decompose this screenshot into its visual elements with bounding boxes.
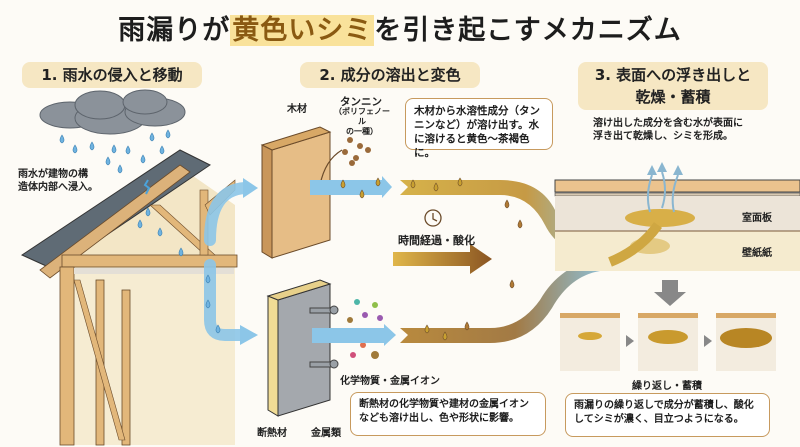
flow-arrow-bottom-icon xyxy=(240,325,258,345)
time-label: 時間経過・酸化 xyxy=(398,234,475,247)
step3-desc: 溶け出した成分を含む水が表面に 浮き出て乾燥し、シミを形成。 xyxy=(593,117,743,143)
step1-note: 雨水が建物の構 造体内部へ浸入。 xyxy=(18,168,98,194)
water-flow-house xyxy=(204,182,251,341)
tannin-bubble-line1: 木材から水溶性成分（タン xyxy=(414,105,540,117)
accumulation-bubble: 雨漏りの繰り返しで成分が蓄積し、酸化 してシミが濃く、目立つようになる。 xyxy=(565,393,770,437)
bottom-water-flow xyxy=(312,328,384,343)
evaporation-arrows-icon xyxy=(646,171,679,213)
section-2-header: 2. 成分の溶出と変色 xyxy=(300,62,480,88)
roof-crack-icon xyxy=(143,179,151,195)
clock-icon xyxy=(424,209,442,227)
tannin-sub: （ポリフェノール の一種） xyxy=(332,107,392,137)
rain-clouds xyxy=(39,89,186,135)
step1-note-line1: 雨水が建物の構 xyxy=(18,169,88,180)
tannin-particles xyxy=(342,137,371,166)
chem-bubble: 断熱材の化学物質や建材の金属イオン なども溶け出し、色や形状に影響。 xyxy=(350,392,546,436)
insulation-block xyxy=(266,279,332,417)
ceiling-section xyxy=(554,179,800,271)
accumulation-bubble-line2: してシミが濃く、目立つようになる。 xyxy=(574,414,744,425)
tannin-label: タンニン xyxy=(340,96,382,108)
step3-desc-line2: 浮き出て乾燥し、シミを形成。 xyxy=(593,131,733,142)
tannin-bubble-line3: に溶けると黄色〜茶褐色に。 xyxy=(414,133,530,159)
section-1-header: 1. 雨水の侵入と移動 xyxy=(22,62,202,88)
accumulation-bubble-line1: 雨漏りの繰り返しで成分が蓄積し、酸化 xyxy=(574,400,754,411)
screw-icons xyxy=(309,305,339,369)
tannin-sub-line2: の一種） xyxy=(346,127,378,136)
wallpaper-label: 壁紙紙 xyxy=(742,248,772,259)
flow-arrow-top-icon xyxy=(243,178,258,198)
tannin-bubble-line2: ニンなど）が溶け出す。水 xyxy=(414,119,539,131)
raindrops xyxy=(59,129,171,174)
chem-bubble-line1: 断熱材の化学物質や建材の金属イオン xyxy=(359,399,529,410)
step1-note-line2: 造体内部へ浸入。 xyxy=(18,182,98,193)
tannin-bubble: 木材から水溶性成分（タン ニンなど）が溶け出す。水 に溶けると黄色〜茶褐色に。 xyxy=(405,98,553,159)
chem-bubble-line2: なども溶け出し、色や形状に影響。 xyxy=(359,413,519,424)
section-3-header-line2: 乾燥・蓄積 xyxy=(635,88,711,106)
title-suffix: を引き起こすメカニズム xyxy=(374,15,682,46)
wood-label: 木材 xyxy=(287,104,307,115)
step3-desc-line1: 溶け出した成分を含む水が表面に xyxy=(593,118,743,129)
time-arrow-icon xyxy=(393,244,492,274)
stain-drops xyxy=(340,177,523,341)
repeat-label: 繰り返し・蓄積 xyxy=(632,381,702,392)
ceiling-label: 室面板 xyxy=(742,213,772,224)
wood-block xyxy=(260,126,332,259)
stain-progression xyxy=(560,313,776,371)
section-3-header: 3. 表面への浮き出しと 乾燥・蓄積 xyxy=(578,62,768,110)
house-frame xyxy=(20,149,238,446)
chem-label: 化学物質・金属イオン xyxy=(340,376,440,387)
page-title: 雨漏りが黄色いシミを引き起こすメカニズム xyxy=(0,8,800,47)
metal-label: 金属類 xyxy=(311,428,341,439)
down-arrow-icon xyxy=(654,280,686,306)
tannin-sub-line1: （ポリフェノール xyxy=(334,107,390,126)
top-water-flow xyxy=(310,180,382,195)
title-prefix: 雨漏りが xyxy=(118,15,231,46)
insulation-label: 断熱材 xyxy=(257,428,287,439)
section-3-header-line1: 3. 表面への浮き出しと xyxy=(594,66,752,84)
chemical-particles xyxy=(347,299,383,359)
title-highlight: 黄色いシミ xyxy=(230,15,375,46)
